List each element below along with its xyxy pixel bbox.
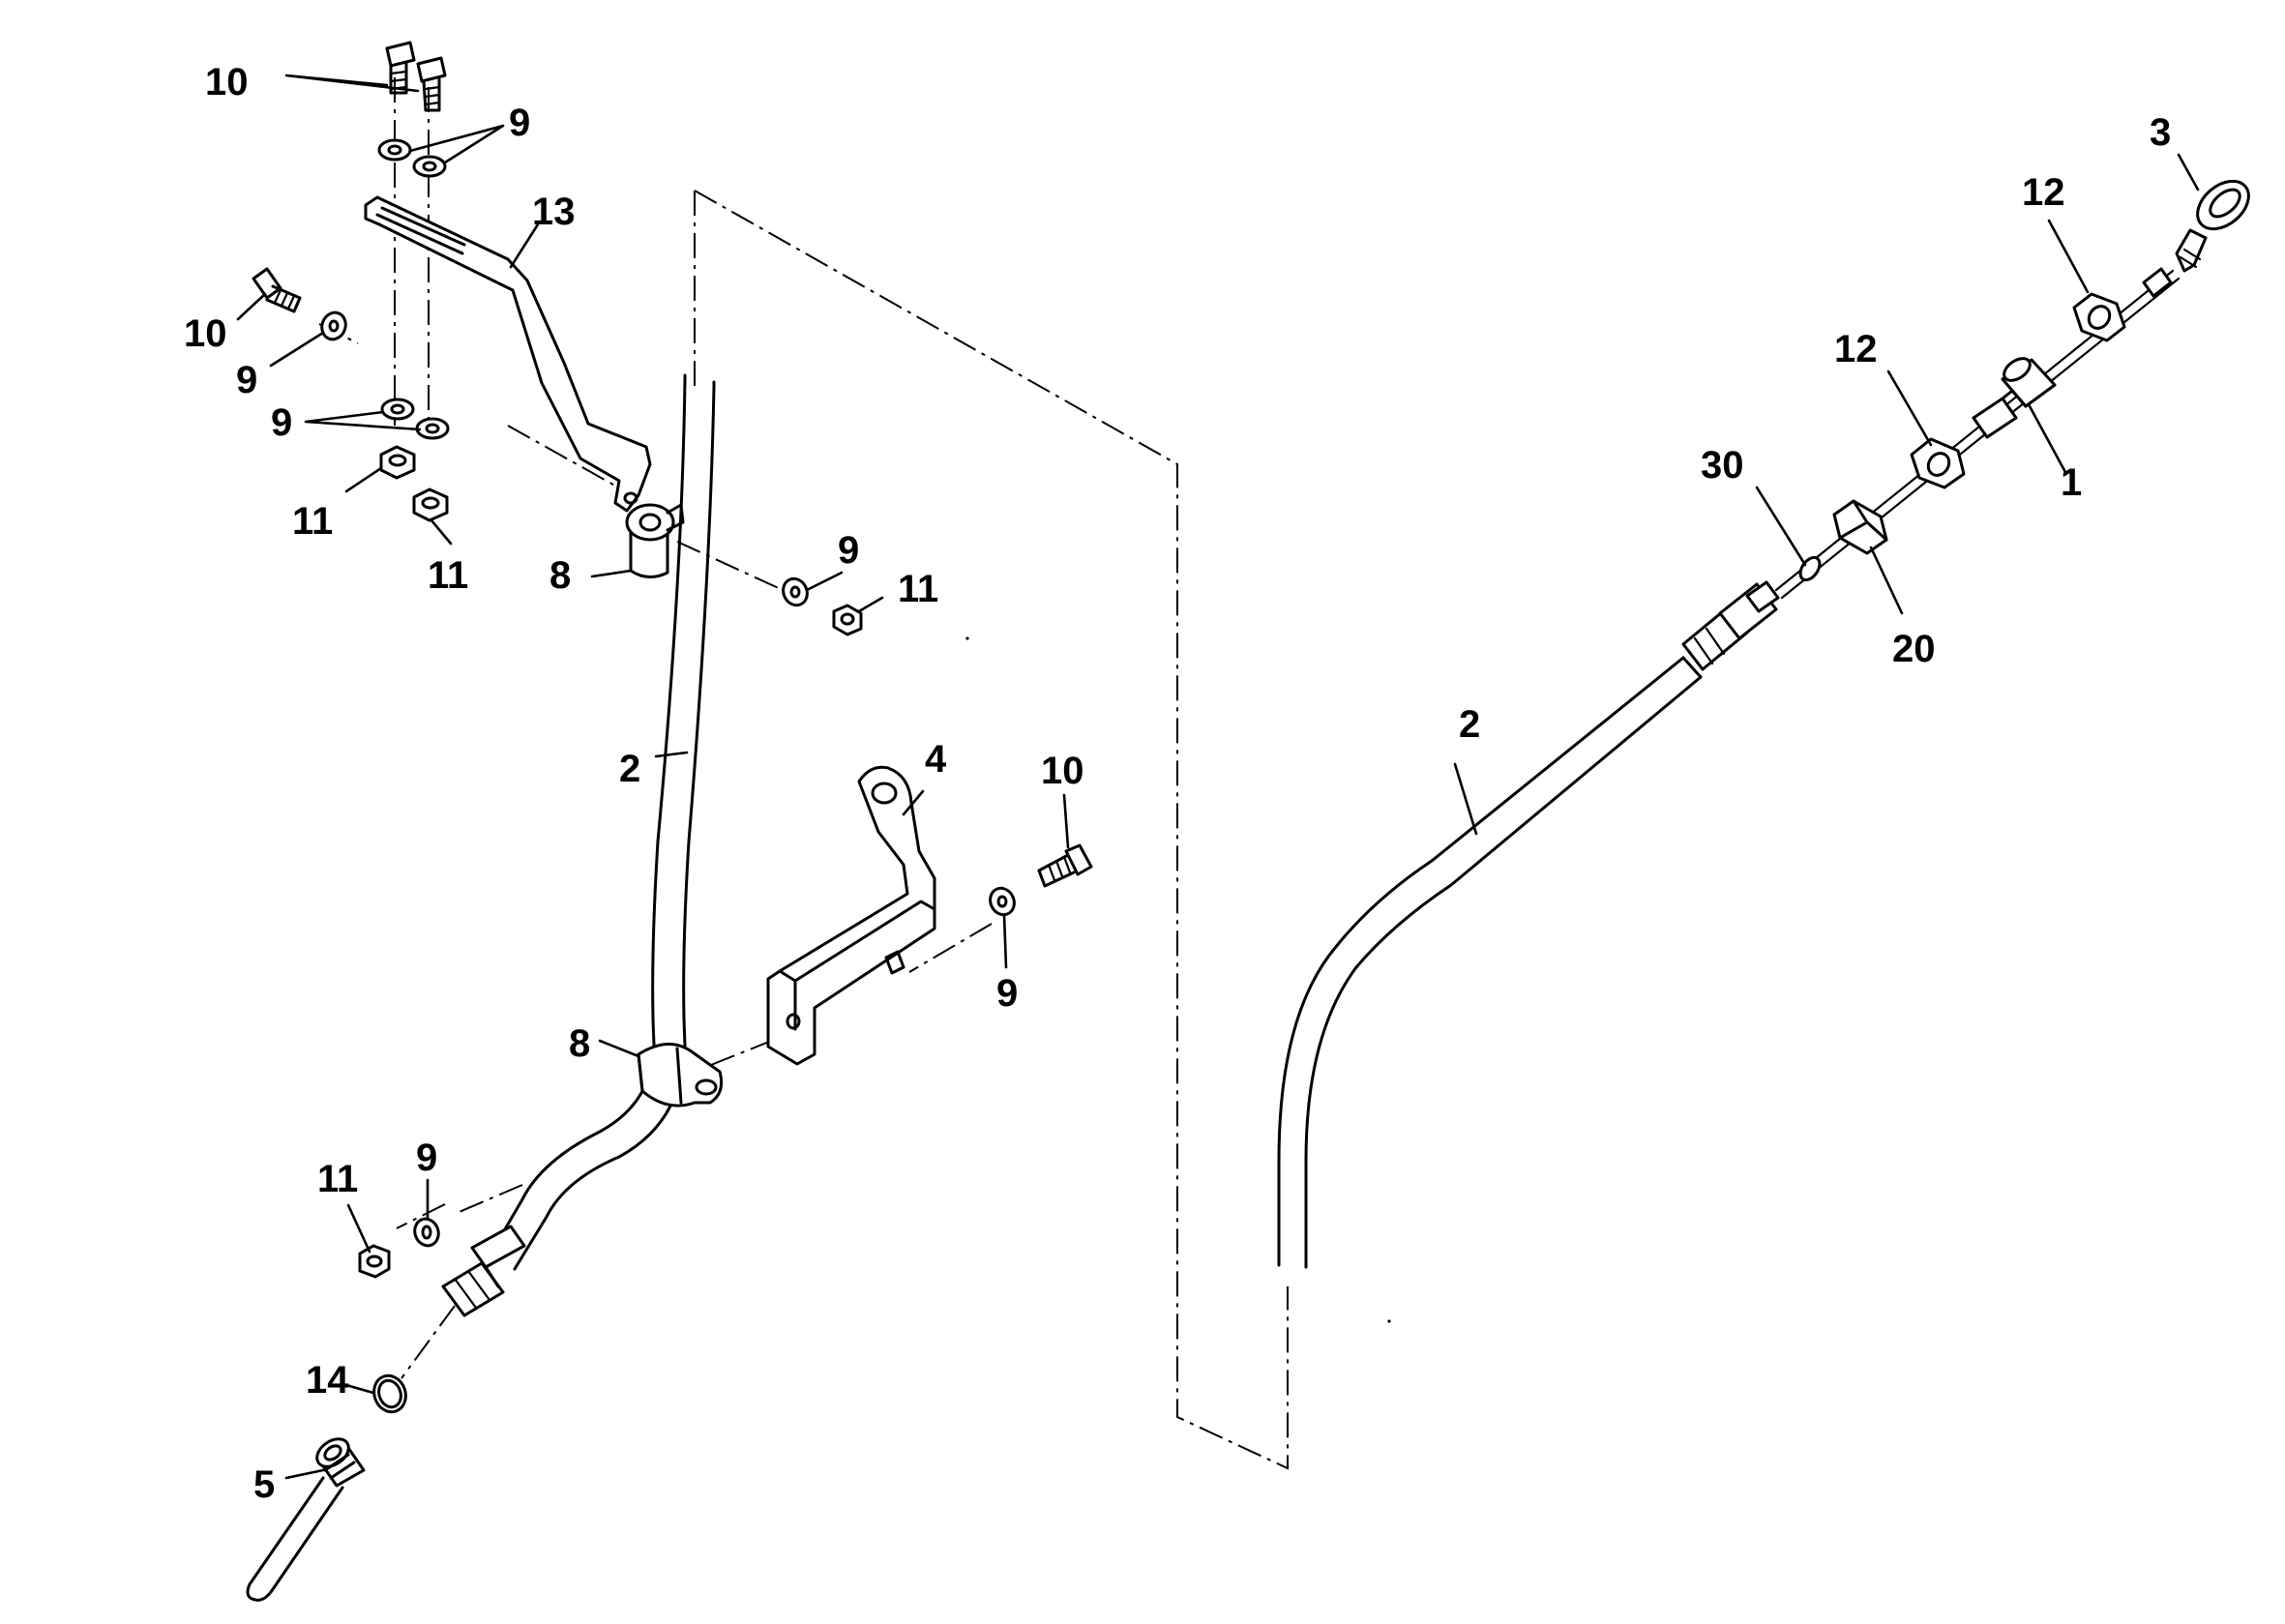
print-dots — [965, 636, 1391, 1323]
bolt-10-right — [1037, 843, 1093, 888]
nut-20 — [1832, 499, 1888, 555]
callout-9-top: 9 — [509, 102, 530, 144]
callout-2-right: 2 — [1459, 703, 1480, 746]
dipstick-tube-2-left — [441, 373, 716, 1317]
callout-3: 3 — [2150, 111, 2171, 154]
o-ring-14 — [372, 1373, 407, 1414]
bolt-10-left — [252, 267, 302, 313]
callout-12-top: 12 — [2022, 171, 2065, 214]
callout-30: 30 — [1701, 444, 1744, 487]
callout-10-top: 10 — [205, 61, 249, 103]
callout-1: 1 — [2061, 461, 2082, 504]
callout-9-mid: 9 — [838, 529, 859, 572]
callout-4: 4 — [925, 738, 947, 781]
callout-14: 14 — [306, 1359, 349, 1402]
callout-10-right: 10 — [1041, 750, 1084, 792]
callout-9-right: 9 — [996, 972, 1018, 1015]
handle-3 — [2142, 179, 2250, 298]
washer-9-lower — [413, 1217, 440, 1248]
callout-8-lower: 8 — [569, 1022, 590, 1065]
washers-9-left — [320, 310, 450, 440]
clip-8-upper — [625, 503, 685, 578]
sleeve-1 — [1972, 357, 2057, 439]
dipstick-tube-2-right — [1277, 580, 1780, 1269]
washer-nut-mid — [782, 576, 863, 636]
callout-8-upper: 8 — [549, 554, 571, 597]
callout-9-low: 9 — [416, 1137, 437, 1179]
leader-lines — [236, 74, 2200, 1480]
callout-11-b: 11 — [428, 554, 468, 597]
nut-12-top — [2072, 292, 2126, 342]
callout-20: 20 — [1892, 628, 1936, 670]
callout-labels: 10 9 13 10 9 9 11 11 8 9 11 2 4 10 9 8 1… — [184, 61, 2171, 1506]
callout-10-left: 10 — [184, 312, 227, 355]
callout-13: 13 — [532, 191, 576, 233]
callout-9-pair: 9 — [271, 401, 292, 444]
nuts-11-left — [379, 445, 449, 522]
mounting-plane-outline — [694, 190, 1289, 1470]
washer-9-right — [989, 886, 1016, 917]
callout-2-left: 2 — [619, 748, 640, 790]
bolt-10-top-pair — [385, 41, 447, 112]
callout-11-low: 11 — [317, 1158, 358, 1200]
tube-5 — [246, 1437, 366, 1602]
callout-5: 5 — [253, 1463, 275, 1506]
bracket-13 — [364, 195, 652, 513]
assembly-centerlines — [318, 77, 993, 1379]
callout-9-left: 9 — [236, 359, 257, 401]
callout-11-mid: 11 — [898, 568, 938, 610]
clip-8-lower — [637, 1043, 724, 1107]
washers-9-top — [377, 138, 447, 178]
bracket-4 — [766, 765, 936, 1066]
nut-11-lower — [358, 1244, 391, 1279]
nut-12-mid — [1910, 437, 1966, 489]
callout-12-mid: 12 — [1834, 328, 1878, 370]
callout-11-a: 11 — [292, 500, 333, 543]
